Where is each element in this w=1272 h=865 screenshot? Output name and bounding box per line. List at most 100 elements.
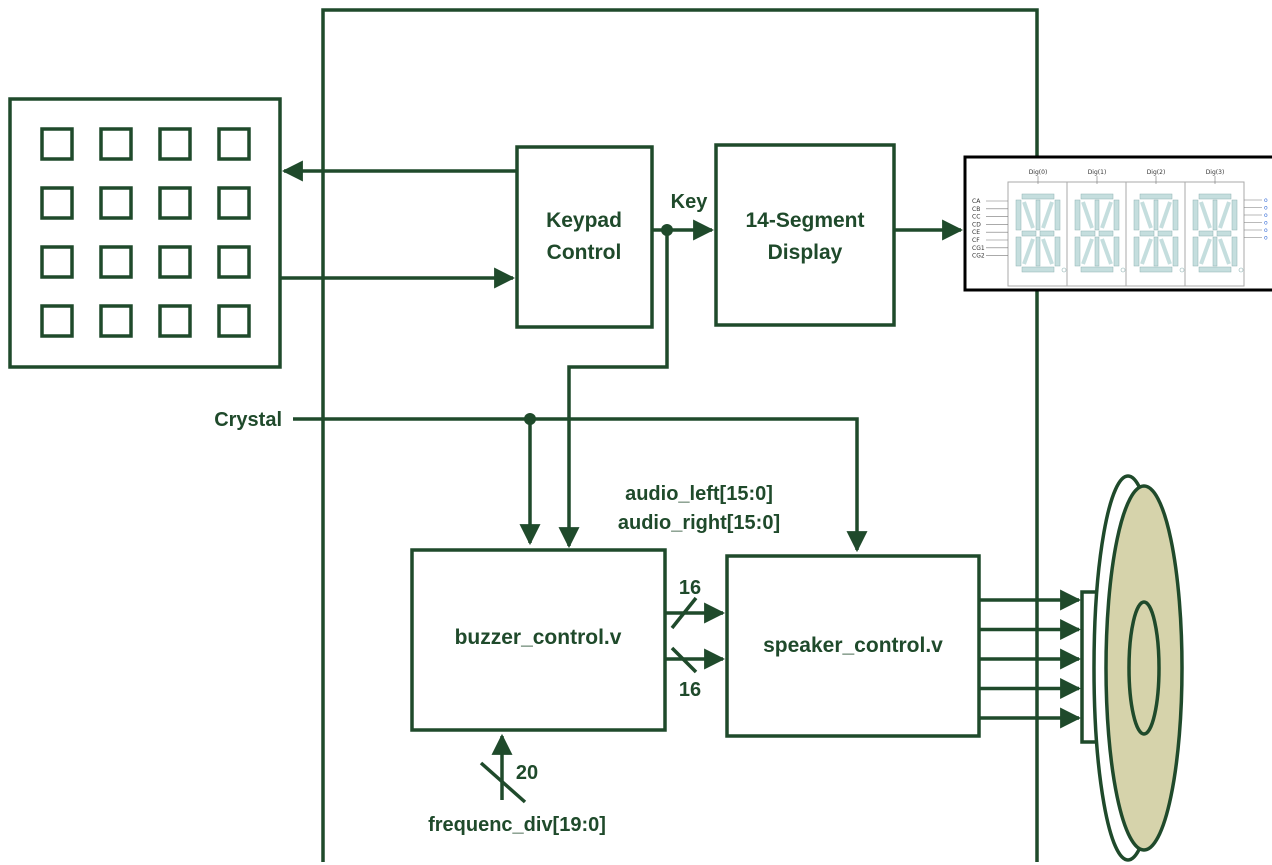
segment	[1015, 199, 1022, 231]
segment	[1192, 199, 1199, 231]
cathode-label: CD	[972, 221, 981, 228]
segment	[1212, 236, 1218, 267]
segment	[1074, 199, 1081, 231]
segment	[1081, 201, 1094, 229]
segment	[1140, 201, 1153, 229]
segment	[1054, 236, 1061, 267]
segment	[1113, 236, 1120, 267]
keypad-key	[99, 186, 133, 220]
segment	[1021, 193, 1055, 200]
keypad-key	[158, 245, 192, 279]
keypad-icon	[8, 97, 282, 369]
keypad-key	[99, 127, 133, 161]
decimal-point	[1179, 267, 1185, 273]
segment	[1021, 230, 1037, 237]
segment	[1139, 266, 1173, 273]
anode-label: o	[1264, 212, 1268, 219]
segment	[1133, 236, 1140, 267]
digit-label: Dig(3)	[1206, 169, 1225, 176]
speaker-output-wires	[979, 589, 1082, 729]
segment	[1015, 236, 1022, 267]
keypad-key	[40, 127, 74, 161]
segment	[1035, 236, 1041, 267]
anode-label: o	[1264, 205, 1268, 212]
decimal-point	[1061, 267, 1067, 273]
key-label: Key	[671, 191, 709, 213]
keypad-key	[40, 245, 74, 279]
segment	[1212, 199, 1218, 231]
segment	[1021, 266, 1055, 273]
segment-display-line1: 14-Segment	[745, 209, 864, 232]
keypad-control-block: Keypad Control	[515, 145, 654, 329]
cathode-label: CG1	[972, 245, 985, 252]
segment	[1113, 199, 1120, 231]
keypad-key	[217, 127, 251, 161]
anode-label: o	[1264, 227, 1268, 234]
segment	[1139, 193, 1173, 200]
segment	[1198, 266, 1232, 273]
cathode-label: CE	[972, 229, 980, 236]
keypad-key	[217, 304, 251, 338]
segment	[1035, 199, 1041, 231]
buzzer-control-block: buzzer_control.v	[410, 548, 667, 732]
crystal-to-speaker-wire	[530, 417, 868, 553]
segment	[1218, 238, 1231, 265]
segment	[1153, 199, 1159, 231]
segment	[1094, 199, 1100, 231]
segment	[1172, 199, 1179, 231]
segment	[1140, 238, 1153, 265]
digit-label: Dig(0)	[1029, 169, 1048, 176]
bus-width-bottom: 16	[679, 679, 701, 701]
digit-label: Dig(1)	[1088, 169, 1107, 176]
decimal-point	[1120, 267, 1126, 273]
cathode-label: CB	[972, 206, 980, 213]
digit-label: Dig(2)	[1147, 169, 1166, 176]
segment	[1080, 193, 1114, 200]
segment	[1192, 236, 1199, 267]
segment	[1074, 236, 1081, 267]
key-to-buzzer-wire	[558, 230, 669, 549]
segment-display-line2: Display	[768, 241, 843, 264]
segment-display-block: 14-Segment Display	[714, 143, 896, 327]
segment	[1218, 201, 1231, 229]
keypad-key	[40, 304, 74, 338]
segment	[1159, 201, 1172, 229]
keypad-key	[158, 186, 192, 220]
segment	[1157, 230, 1173, 237]
segment	[1216, 230, 1232, 237]
cathode-label: CG2	[972, 253, 985, 260]
speaker-control-label: speaker_control.v	[763, 634, 943, 657]
fpga-boundary	[321, 8, 1039, 862]
cathode-label: CF	[972, 237, 980, 244]
segment	[1041, 201, 1054, 229]
segment	[1022, 201, 1035, 229]
anode-label: o	[1264, 235, 1268, 242]
segment	[1094, 236, 1100, 267]
segment	[1041, 238, 1054, 265]
cathode-label: CA	[972, 198, 981, 205]
keypad-control-line2: Control	[547, 241, 622, 264]
buzzer-control-label: buzzer_control.v	[455, 626, 622, 649]
keypad-key	[217, 186, 251, 220]
keypad-key	[158, 127, 192, 161]
segment	[1080, 230, 1096, 237]
segment	[1198, 230, 1214, 237]
bus-width-top: 16	[679, 577, 701, 599]
segment	[1100, 201, 1113, 229]
freq-div-label: frequenc_div[19:0]	[428, 814, 606, 836]
keypad-key	[217, 245, 251, 279]
freq-bus-slash	[479, 761, 527, 804]
segment	[1098, 230, 1114, 237]
audio-left-label: audio_left[15:0]	[625, 483, 773, 505]
keypad-key	[40, 186, 74, 220]
segment	[1081, 238, 1094, 265]
bus-slash-bottom	[670, 646, 698, 674]
segment	[1199, 201, 1212, 229]
segment	[1054, 199, 1061, 231]
segment	[1231, 199, 1238, 231]
speaker-control-block: speaker_control.v	[725, 554, 981, 738]
decimal-point	[1238, 267, 1244, 273]
segment	[1153, 236, 1159, 267]
